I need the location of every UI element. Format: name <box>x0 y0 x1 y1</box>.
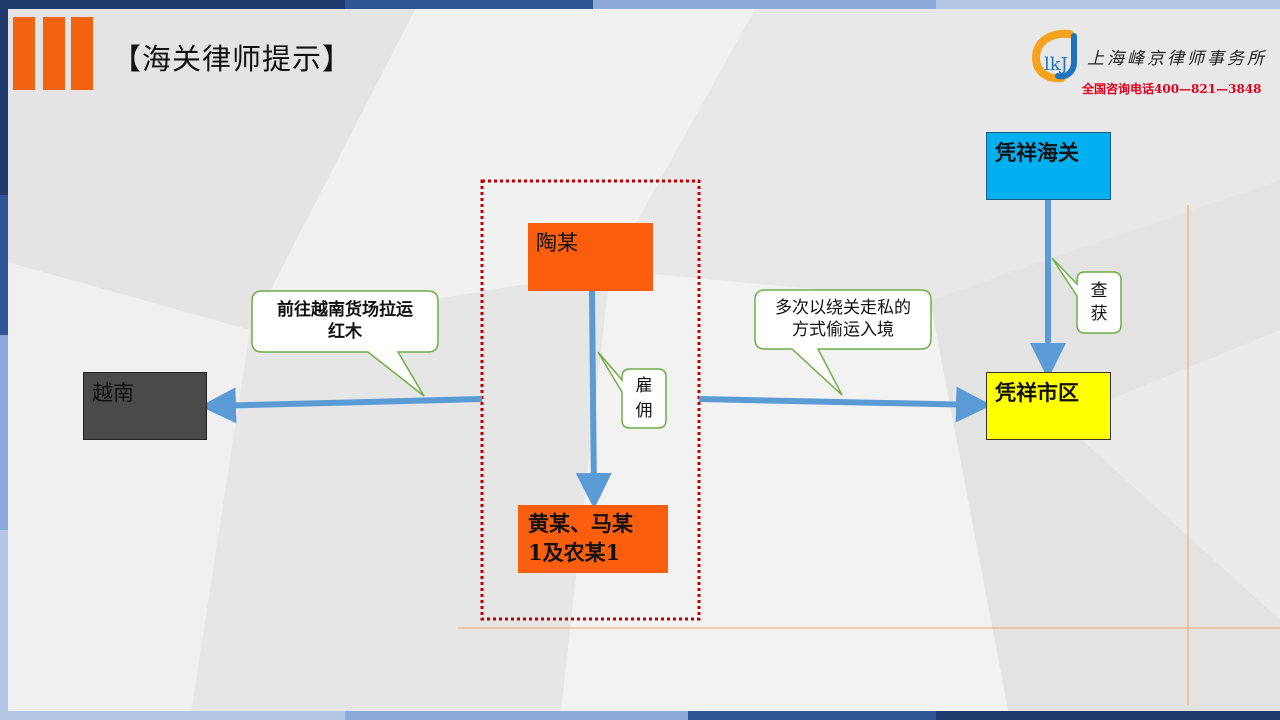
callout-hire-text: 雇 佣 <box>622 374 666 424</box>
callout-seize-text: 查 获 <box>1077 280 1121 326</box>
arrow-to-city <box>698 386 992 423</box>
bottom-bar-segment-2 <box>345 711 688 720</box>
firm-name: 上海峰京律师事务所 <box>1087 49 1267 69</box>
page-title: 【海关律师提示】 <box>112 42 353 76</box>
arrow-tao-to-huang <box>575 290 612 509</box>
top-bar-segment-4 <box>936 0 1280 9</box>
callout-vietnam-shape <box>251 290 439 397</box>
bottom-bar-segment-4 <box>936 711 1280 720</box>
callout-smuggle-text: 多次以绕关走私的 方式偷运入境 <box>755 297 931 341</box>
callout-seize-line2: 获 <box>1090 304 1108 324</box>
node-tao-label: 陶某 <box>536 231 578 255</box>
node-huang-ma-nong: 黄某、马某 1及农某1 <box>518 505 668 573</box>
left-bar-segment-4 <box>0 530 8 720</box>
title-accent-bar-1 <box>13 17 35 90</box>
node-vietnam: 越南 <box>83 372 207 440</box>
bottom-bar-segment-1 <box>0 711 345 720</box>
firm-phone: 全国咨询电话400—821—3848 <box>1082 82 1262 96</box>
callout-seize-shape <box>1051 257 1122 334</box>
law-firm-logo-icon: lkJ <box>1031 29 1077 83</box>
left-bar-segment-2 <box>0 195 8 335</box>
group-dotted-border <box>480 179 701 621</box>
node-customs: 凭祥海关 <box>986 132 1111 200</box>
callout-seize-line1: 查 <box>1090 281 1108 301</box>
left-bar-segment-1 <box>0 0 8 195</box>
callout-smuggle-shape <box>754 289 932 396</box>
node-huang-line2: 1及农某1 <box>528 540 621 565</box>
node-city: 凭祥市区 <box>986 372 1111 440</box>
node-huang-line1: 黄某、马某 <box>528 511 633 536</box>
callout-hire-line2: 佣 <box>635 401 653 421</box>
node-tao: 陶某 <box>528 223 653 291</box>
left-bar-segment-3 <box>0 335 8 530</box>
callout-smuggle-line2: 方式偷运入境 <box>792 320 894 340</box>
callout-hire-shape <box>597 351 667 429</box>
node-customs-label: 凭祥海关 <box>995 140 1079 165</box>
callout-vietnam-line2: 红木 <box>328 322 362 342</box>
node-city-label: 凭祥市区 <box>995 380 1079 405</box>
title-accent-bar-2 <box>43 17 65 90</box>
logo-mark-text: lkJ <box>1044 54 1068 75</box>
top-bar-segment-3 <box>593 0 936 9</box>
callout-vietnam-line1: 前往越南货场拉运 <box>277 300 413 320</box>
callout-smuggle-line1: 多次以绕关走私的 <box>775 298 911 318</box>
node-vietnam-label: 越南 <box>92 381 134 405</box>
callout-vietnam-text: 前往越南货场拉运 红木 <box>252 299 438 343</box>
top-bar-segment-1 <box>0 0 345 9</box>
title-accent-bar-3 <box>71 17 93 90</box>
top-bar-segment-2 <box>345 0 593 9</box>
arrow-to-vietnam <box>200 387 483 424</box>
callout-hire-line1: 雇 <box>635 376 653 396</box>
bottom-bar-segment-3 <box>688 711 936 720</box>
